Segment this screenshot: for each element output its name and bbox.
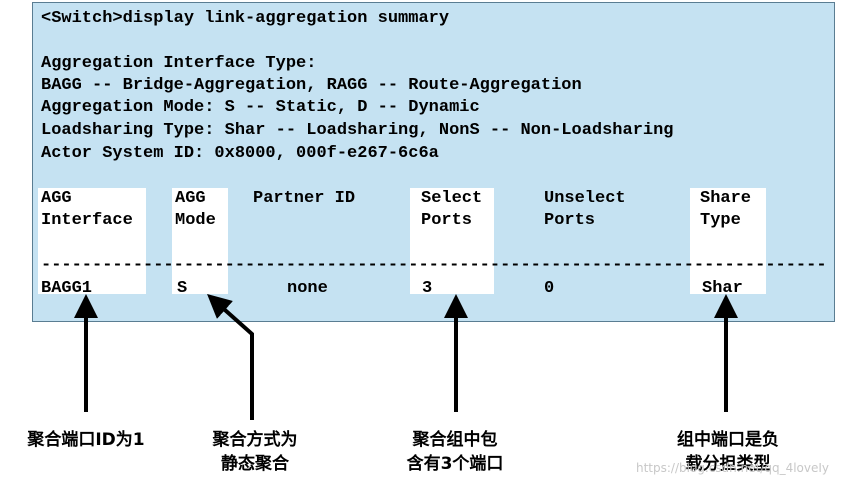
column-header-share-type: Type (700, 211, 741, 230)
command-line: <Switch>display link-aggregation summary (41, 9, 450, 28)
column-header-select-ports: Select (421, 189, 483, 208)
column-header-share-type: Share (700, 189, 752, 208)
annotation-aggregation-mode: 聚合方式为 静态聚合 (212, 430, 298, 474)
cell-select-ports: 3 (422, 279, 433, 298)
legend-line: Aggregation Mode: S -- Static, D -- Dyna… (41, 98, 480, 117)
table-separator: ----------------------------------------… (41, 256, 824, 275)
column-header-unselect-ports: Unselect (544, 189, 626, 208)
column-header-agg-interface: AGG (41, 189, 72, 208)
cell-partner-id: none (287, 279, 328, 298)
cell-unselect-ports: 0 (544, 279, 555, 298)
legend-line: Actor System ID: 0x8000, 000f-e267-6c6a (41, 144, 439, 163)
column-header-partner-id: Partner ID (253, 189, 356, 208)
cell-agg-interface: BAGG1 (41, 279, 93, 298)
legend-line: BAGG -- Bridge-Aggregation, RAGG -- Rout… (41, 76, 582, 95)
legend-line: Loadsharing Type: Shar -- Loadsharing, N… (41, 121, 674, 140)
annotation-share-type: 组中端口是负 载分担类型 (677, 430, 779, 474)
column-header-unselect-ports: Ports (544, 211, 596, 230)
highlight-share-type (690, 188, 766, 294)
column-header-agg-mode: Mode (175, 211, 216, 230)
highlight-agg-mode (172, 188, 228, 294)
cell-agg-mode: S (177, 279, 188, 298)
annotation-port-id: 聚合端口ID为1 (27, 430, 145, 450)
watermark-text: https://blog.csdn.net/qq_4loveIy (635, 461, 829, 475)
column-header-agg-mode: AGG (175, 189, 206, 208)
arrow-agg-mode (207, 294, 254, 420)
highlight-select-ports (410, 188, 494, 294)
legend-line: Aggregation Interface Type: (41, 54, 317, 73)
annotation-select-ports: 聚合组中包 含有3个端口 (406, 430, 504, 474)
column-header-select-ports: Ports (421, 211, 473, 230)
column-header-agg-interface: Interface (41, 211, 133, 230)
highlight-agg-interface (38, 188, 146, 294)
cell-share-type: Shar (702, 279, 743, 298)
